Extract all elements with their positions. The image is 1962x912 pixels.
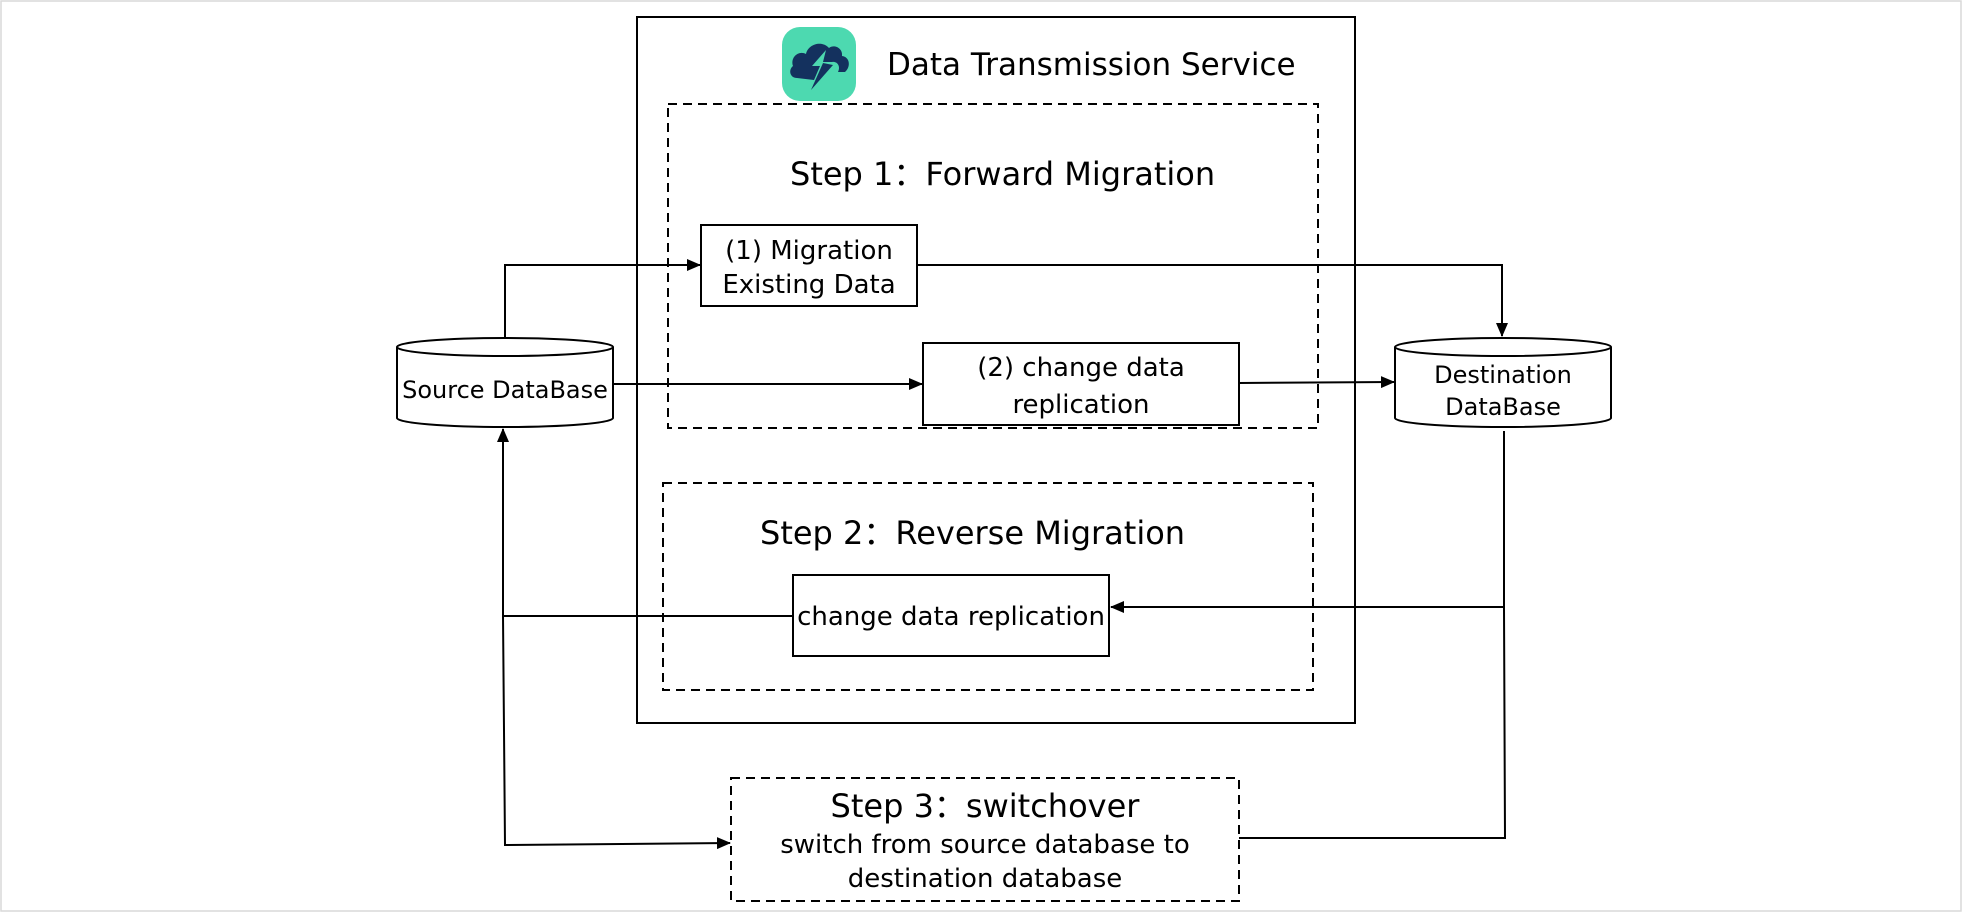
migrate-existing-data-line2: Existing Data <box>722 270 895 300</box>
service-title: Data Transmission Service <box>887 47 1296 83</box>
step3-description-line2: destination database <box>848 864 1123 894</box>
forward-change-replication-box <box>922 342 1240 426</box>
destination-database: Destination DataBase <box>1394 337 1612 428</box>
migrate-existing-data-line1: (1) Migration <box>725 236 893 266</box>
step3-title: Step 3：switchover <box>831 787 1141 825</box>
edge-source-to-migrate-existing <box>504 259 701 338</box>
dts-service-container <box>636 16 1356 724</box>
edge-destination-to-reverse-replication <box>1110 431 1505 613</box>
source-database-top <box>396 337 614 357</box>
source-database-label: Source DataBase <box>402 376 608 404</box>
source-database-body <box>396 347 614 428</box>
step1-title: Step 1：Forward Migration <box>790 155 1215 193</box>
forward-change-replication-line2: replication <box>1012 390 1149 420</box>
edge-forward-replication-to-destination <box>1238 376 1395 389</box>
step2-title: Step 2：Reverse Migration <box>760 514 1185 552</box>
migrate-existing-data-box <box>700 224 918 307</box>
logo-background <box>782 27 856 101</box>
cloud-lightning-icon <box>782 27 856 101</box>
edge-reverse-replication-to-source <box>497 428 793 617</box>
forward-change-replication-line1: (2) change data <box>977 353 1185 383</box>
destination-database-label-line2: DataBase <box>1445 393 1561 421</box>
edge-migrate-existing-to-destination <box>917 264 1508 337</box>
edge-switchover-to-destination <box>1239 607 1507 839</box>
logo-glyph <box>790 43 849 90</box>
reverse-change-replication-label: change data replication <box>797 602 1105 632</box>
step2-region <box>662 482 1314 691</box>
source-database: Source DataBase <box>396 337 614 428</box>
destination-database-top <box>1394 337 1612 357</box>
destination-database-label-line1: Destination <box>1434 361 1572 389</box>
step3-switchover-box <box>730 777 1240 902</box>
step3-description-line1: switch from source database to <box>780 830 1190 860</box>
edge-source-to-switchover <box>502 615 731 850</box>
destination-database-body <box>1394 347 1612 428</box>
